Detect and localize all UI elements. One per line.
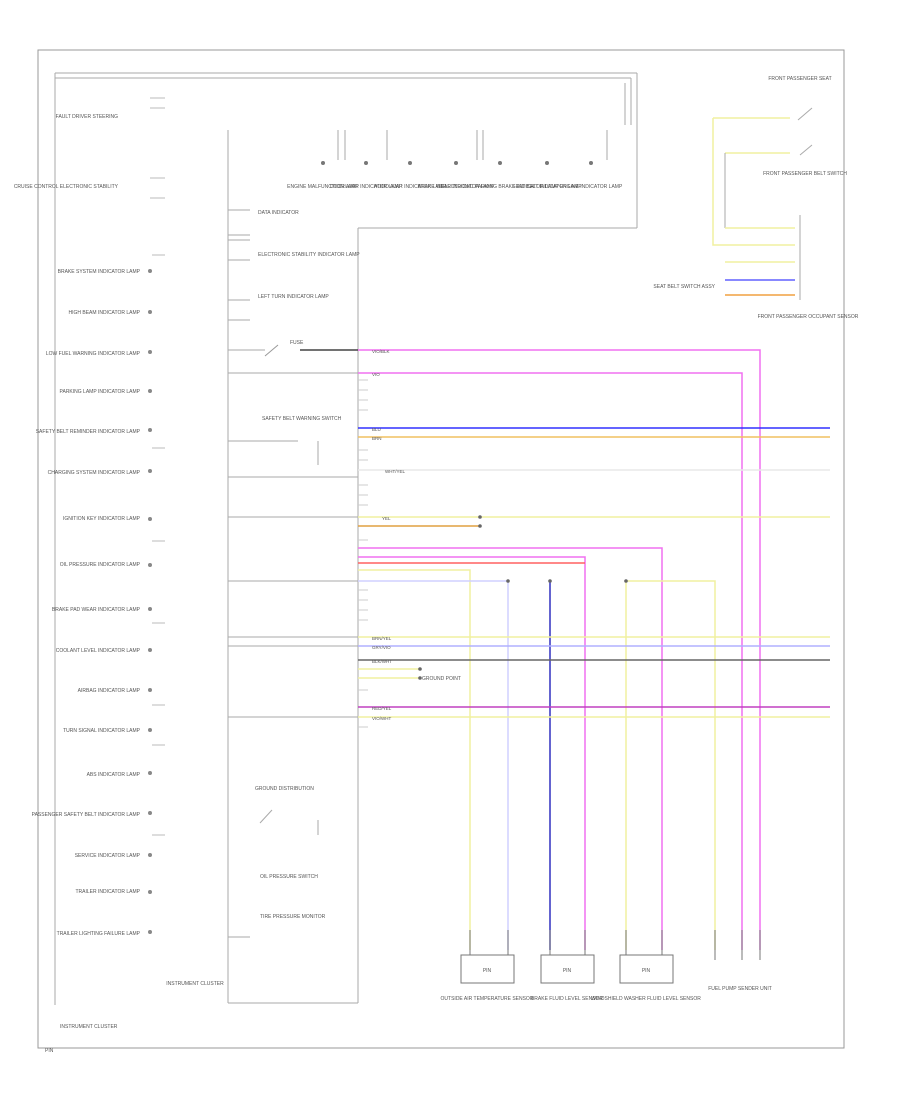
top-lamp-label: HOOD AJAR INDICATOR LAMP bbox=[374, 184, 447, 190]
wire-label: YEL bbox=[382, 516, 391, 521]
wire-label: VIO bbox=[372, 372, 380, 377]
lamp-label: CRUISE CONTROL ELECTRONIC STABILITY bbox=[14, 184, 119, 190]
sensor-box-label: PIN bbox=[483, 968, 492, 974]
wire-label: VIO/WHT bbox=[372, 716, 391, 721]
right-label: FRONT PASSENGER BELT SWITCH bbox=[763, 171, 847, 177]
lamp-label: AIRBAG INDICATOR LAMP bbox=[78, 688, 141, 694]
wire-label: BLU bbox=[372, 427, 381, 432]
inner-label: GROUND DISTRIBUTION bbox=[255, 786, 314, 792]
lamp-label: SERVICE INDICATOR LAMP bbox=[75, 853, 141, 859]
top-lamp-label: DOOR AJAR INDICATOR LAMP bbox=[330, 184, 403, 190]
lamp-label: SAFETY BELT REMINDER INDICATOR LAMP bbox=[36, 429, 141, 435]
sensor-name: WINDSHIELD WASHER FLUID LEVEL SENSOR bbox=[591, 996, 701, 1002]
lamp-label: TRAILER INDICATOR LAMP bbox=[75, 889, 140, 895]
lamp-label: TRAILER LIGHTING FAILURE LAMP bbox=[57, 931, 141, 937]
sensor-box-label: PIN bbox=[642, 968, 651, 974]
colored-wires bbox=[358, 349, 830, 950]
lamp-label: COOLANT LEVEL INDICATOR LAMP bbox=[56, 648, 141, 654]
wire-label: BLK/WHT bbox=[372, 659, 392, 664]
inner-label: ELECTRONIC STABILITY INDICATOR LAMP bbox=[258, 252, 360, 258]
inner-labels: DATA INDICATOR ELECTRONIC STABILITY INDI… bbox=[255, 210, 461, 920]
wire-label: GRY/VIO bbox=[372, 645, 391, 650]
junction-dots bbox=[418, 515, 628, 680]
inner-label: LEFT TURN INDICATOR LAMP bbox=[258, 294, 329, 300]
top-lamp-label: BRAKE WEAR INDICATOR LAMP bbox=[418, 184, 495, 190]
fuel-sender-label: FUEL PUMP SENDER UNIT bbox=[708, 986, 772, 992]
wire-label: BRN/YEL bbox=[372, 636, 392, 641]
cluster-label: INSTRUMENT CLUSTER bbox=[60, 1024, 118, 1030]
seat-labels: FRONT PASSENGER SEAT FRONT PASSENGER BEL… bbox=[653, 76, 858, 320]
sensor-name: OUTSIDE AIR TEMPERATURE SENSOR bbox=[441, 996, 534, 1002]
lamp-label: HIGH BEAM INDICATOR LAMP bbox=[69, 310, 141, 316]
inner-label: SAFETY BELT WARNING SWITCH bbox=[262, 416, 342, 422]
wire-labels: VIO/BLK VIO BLU BRN WHT/YEL YEL BRN/YEL … bbox=[372, 349, 405, 721]
top-lamp-wires bbox=[337, 130, 608, 160]
wire-label: WHT/YEL bbox=[385, 469, 405, 474]
lamp-label: LOW FUEL WARNING INDICATOR LAMP bbox=[46, 351, 141, 357]
top-lamp-label: ELECTRONIC PARKING BRAKE INDICATOR LAMP bbox=[441, 184, 559, 190]
inner-label: OIL PRESSURE SWITCH bbox=[260, 874, 318, 880]
sensor-name: BRAKE FLUID LEVEL SENSOR bbox=[531, 996, 603, 1002]
lamp-label: TURN SIGNAL INDICATOR LAMP bbox=[63, 728, 141, 734]
lamp-label: OIL PRESSURE INDICATOR LAMP bbox=[60, 562, 141, 568]
wire-label: BRN bbox=[372, 436, 382, 441]
top-lamp-symbols bbox=[321, 161, 593, 165]
right-label: SEAT BELT SWITCH ASSY bbox=[653, 284, 715, 290]
lamp-label: BRAKE PAD WEAR INDICATOR LAMP bbox=[52, 607, 141, 613]
inner-label: GROUND POINT bbox=[422, 676, 461, 682]
right-label: FRONT PASSENGER OCCUPANT SENSOR bbox=[758, 314, 859, 320]
sensor-box-label: PIN bbox=[563, 968, 572, 974]
inner-label: DATA INDICATOR bbox=[258, 210, 299, 216]
wire-label: RED/YEL bbox=[372, 706, 392, 711]
diagram-frame bbox=[37, 49, 845, 1049]
lamp-label: PARKING LAMP INDICATOR LAMP bbox=[60, 389, 141, 395]
fuse-link bbox=[264, 344, 279, 357]
top-lamp-label: ENGINE INDICATOR LAMP bbox=[560, 184, 623, 190]
inner-label: FUSE bbox=[290, 340, 304, 346]
sensor-labels: PIN PIN PIN OUTSIDE AIR TEMPERATURE SENS… bbox=[441, 968, 772, 1002]
lamp-tick-marks bbox=[150, 97, 165, 836]
pin-label: PIN bbox=[45, 1048, 54, 1054]
lamp-label: CHARGING SYSTEM INDICATOR LAMP bbox=[48, 470, 141, 476]
sensor-boxes bbox=[460, 930, 761, 984]
top-lamp-label: ENGINE MALFUNCTION LAMP bbox=[287, 184, 359, 190]
warning-lamp-list: FAULT DRIVER STEERING CRUISE CONTROL ELE… bbox=[14, 114, 141, 937]
seat-components bbox=[712, 107, 813, 300]
cluster-name: INSTRUMENT CLUSTER bbox=[166, 981, 224, 987]
lamp-label: IGNITION KEY INDICATOR LAMP bbox=[63, 516, 141, 522]
lamp-label: ABS INDICATOR LAMP bbox=[87, 772, 141, 778]
top-lamp-label: SEAT BELT INDICATOR LAMP bbox=[512, 184, 582, 190]
wire-label: VIO/BLK bbox=[372, 349, 390, 354]
connector-column bbox=[358, 379, 368, 728]
warning-lamp-symbols bbox=[148, 269, 152, 934]
right-label: FRONT PASSENGER SEAT bbox=[768, 76, 831, 82]
top-lamp-labels: ENGINE MALFUNCTION LAMP DOOR AJAR INDICA… bbox=[287, 184, 623, 190]
lamp-label: FAULT DRIVER STEERING bbox=[56, 114, 118, 120]
lamp-label: BRAKE SYSTEM INDICATOR LAMP bbox=[58, 269, 141, 275]
cluster-connectors bbox=[228, 209, 358, 938]
top-bus bbox=[54, 72, 638, 1005]
lamp-label: PASSENGER SAFETY BELT INDICATOR LAMP bbox=[32, 812, 141, 818]
inner-label: TIRE PRESSURE MONITOR bbox=[260, 914, 326, 920]
